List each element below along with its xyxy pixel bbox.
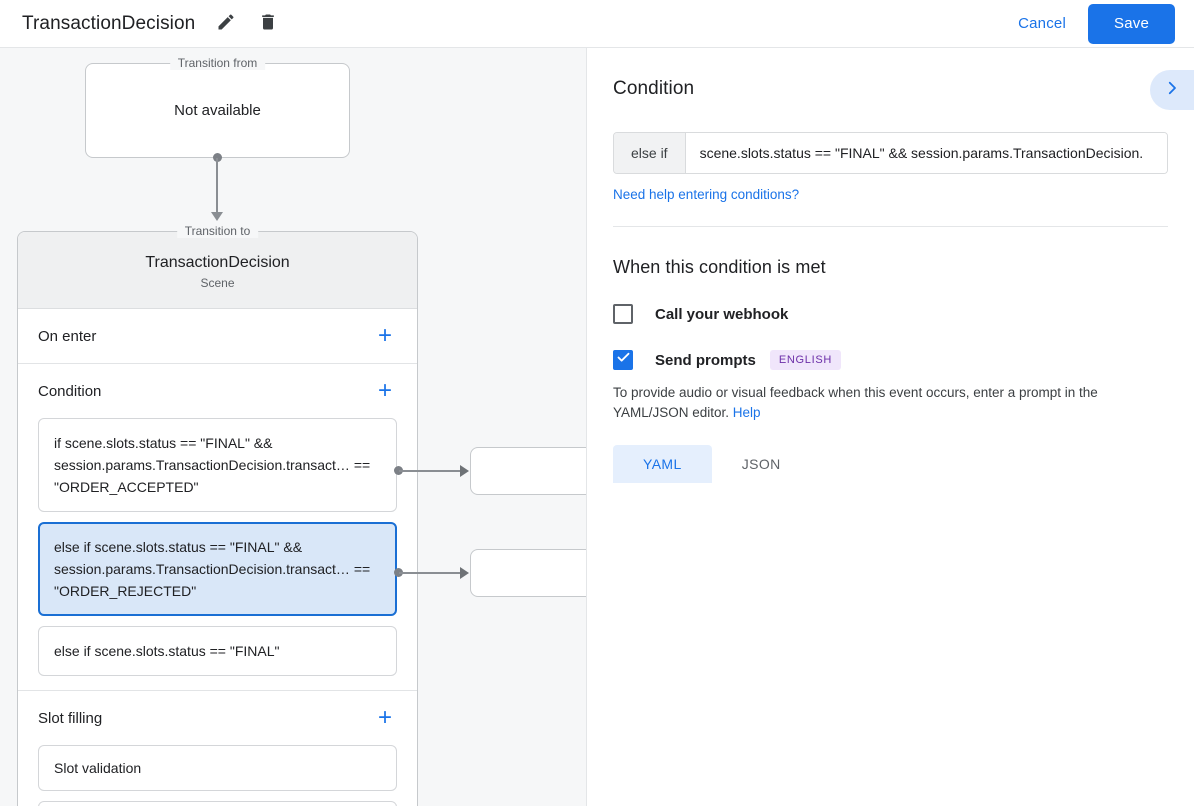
page-title: TransactionDecision xyxy=(22,12,196,34)
call-webhook-label: Call your webhook xyxy=(655,305,789,323)
section-condition: Condition + if scene.slots.status == "FI… xyxy=(18,364,417,691)
transition-to-legend: Transition to xyxy=(176,224,259,238)
connector-arrow-condition-1 xyxy=(460,465,469,477)
scene-header: TransactionDecision Scene xyxy=(18,232,417,309)
connector-dot-top xyxy=(213,153,222,162)
tab-json[interactable]: JSON xyxy=(741,456,781,472)
section-slot-filling: Slot filling + Slot validation xyxy=(18,691,417,806)
details-panel: Condition else if Need help entering con… xyxy=(586,48,1194,806)
section-title-condition: Condition xyxy=(38,382,102,400)
transition-to-scene-card[interactable]: Transition to TransactionDecision Scene … xyxy=(17,224,418,806)
scene-subtitle: Scene xyxy=(200,276,235,290)
connector-arrow-condition-2 xyxy=(460,567,469,579)
add-on-enter-button[interactable]: + xyxy=(377,322,392,349)
target-node-condition-1[interactable] xyxy=(470,447,586,495)
flow-canvas[interactable]: Transition from Not available Transition… xyxy=(0,48,586,806)
send-prompts-label: Send prompts xyxy=(655,351,756,369)
prompts-help-link[interactable]: Help xyxy=(732,405,761,420)
connector-arrow-down xyxy=(211,212,223,221)
condition-input[interactable] xyxy=(685,133,1167,173)
trash-icon xyxy=(258,12,278,35)
details-header-row: Condition xyxy=(613,48,1194,110)
section-head-condition: Condition + xyxy=(38,364,397,418)
transition-from-node[interactable]: Transition from Not available xyxy=(85,56,350,158)
webhook-row[interactable]: Call your webhook xyxy=(613,304,1168,324)
editor-format-tabs: YAML JSON xyxy=(613,445,1168,483)
slot-card-partial[interactable] xyxy=(38,801,397,806)
call-webhook-checkbox[interactable] xyxy=(613,304,633,324)
delete-button[interactable] xyxy=(253,9,283,39)
cancel-button[interactable]: Cancel xyxy=(1006,7,1078,40)
when-condition-met-heading: When this condition is met xyxy=(613,257,826,277)
slot-validation-card[interactable]: Slot validation xyxy=(38,745,397,791)
top-bar: TransactionDecision Cancel Save xyxy=(0,0,1194,48)
details-panel-body: Condition else if Need help entering con… xyxy=(587,48,1194,483)
connector-dot-condition-1 xyxy=(394,466,403,475)
language-badge: ENGLISH xyxy=(769,350,842,370)
pencil-icon xyxy=(216,12,236,35)
section-head-on-enter: On enter + xyxy=(38,309,397,363)
condition-card[interactable]: else if scene.slots.status == "FINAL" xyxy=(38,626,397,676)
transition-from-legend: Transition from xyxy=(169,56,266,70)
add-condition-button[interactable]: + xyxy=(377,377,392,404)
save-button[interactable]: Save xyxy=(1088,3,1175,44)
send-prompts-checkbox[interactable] xyxy=(613,350,633,370)
connector-line-condition-2 xyxy=(399,572,465,574)
scene-name: TransactionDecision xyxy=(145,254,290,271)
condition-input-row[interactable]: else if xyxy=(613,132,1168,174)
details-divider xyxy=(613,226,1168,227)
collapse-panel-button[interactable] xyxy=(1150,70,1194,110)
send-prompts-row[interactable]: Send prompts ENGLISH xyxy=(613,350,1168,370)
prompts-helper-sentence: To provide audio or visual feedback when… xyxy=(613,385,1098,420)
condition-prefix-label: else if xyxy=(614,133,686,173)
chevron-right-icon xyxy=(1163,79,1181,102)
prompts-helper-text: To provide audio or visual feedback when… xyxy=(613,383,1168,423)
connector-line-vertical xyxy=(216,158,218,216)
connector-line-condition-1 xyxy=(399,470,465,472)
transition-from-value: Not available xyxy=(174,102,261,119)
details-panel-title: Condition xyxy=(613,78,695,99)
condition-card-selected[interactable]: else if scene.slots.status == "FINAL" &&… xyxy=(38,522,397,616)
section-title-slot-filling: Slot filling xyxy=(38,709,103,727)
checkmark-icon xyxy=(616,350,631,370)
target-node-condition-2[interactable] xyxy=(470,549,586,597)
section-on-enter: On enter + xyxy=(18,309,417,364)
condition-help-link[interactable]: Need help entering conditions? xyxy=(613,187,800,202)
add-slot-filling-button[interactable]: + xyxy=(377,704,392,731)
section-title-on-enter: On enter xyxy=(38,327,97,345)
flow-canvas-inner: Transition from Not available Transition… xyxy=(0,48,586,806)
section-head-slot-filling: Slot filling + xyxy=(38,691,397,745)
tab-yaml[interactable]: YAML xyxy=(613,445,712,483)
condition-card[interactable]: if scene.slots.status == "FINAL" && sess… xyxy=(38,418,397,512)
edit-name-button[interactable] xyxy=(211,9,241,39)
connector-dot-condition-2 xyxy=(394,568,403,577)
